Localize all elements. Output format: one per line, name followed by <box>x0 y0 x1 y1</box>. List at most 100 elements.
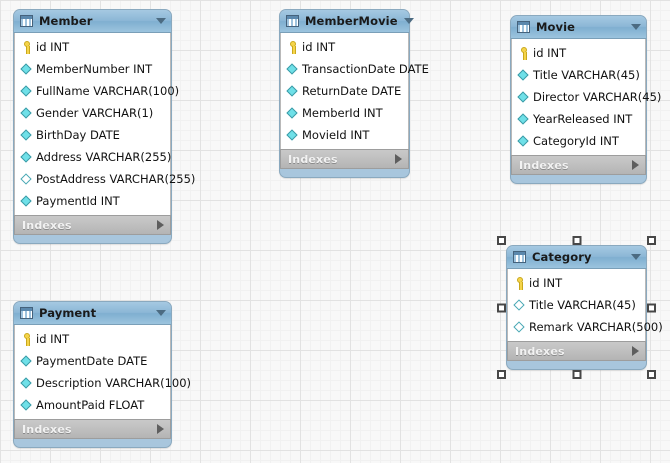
table-node-category[interactable]: Category id INT Title VARCHAR(45) Remark VA… <box>506 245 663 370</box>
diamond-icon <box>286 129 299 142</box>
indexes-section-category[interactable]: Indexes <box>507 341 646 361</box>
column-row[interactable]: AmountPaid FLOAT <box>15 394 170 416</box>
indexes-section-member[interactable]: Indexes <box>14 215 171 235</box>
column-row[interactable]: Remark VARCHAR(500) <box>508 316 663 338</box>
indexes-section-membermovie[interactable]: Indexes <box>280 149 409 169</box>
column-label: Gender VARCHAR(1) <box>36 105 154 120</box>
table-icon <box>286 15 299 27</box>
table-title: Member <box>39 14 93 28</box>
resize-handle-mr[interactable] <box>647 303 656 312</box>
triangle-right-icon[interactable] <box>157 424 164 434</box>
resize-handle-bl[interactable] <box>497 370 506 379</box>
resize-handle-tl[interactable] <box>497 236 506 245</box>
column-label: id INT <box>533 45 567 60</box>
column-row[interactable]: FullName VARCHAR(100) <box>15 80 179 102</box>
column-row[interactable]: id INT <box>508 272 645 294</box>
column-label: AmountPaid FLOAT <box>36 397 145 412</box>
column-label: Title VARCHAR(45) <box>533 67 640 82</box>
column-label: MemberId INT <box>302 105 383 120</box>
column-label: id INT <box>36 39 70 54</box>
diamond-icon <box>517 113 530 126</box>
column-row[interactable]: Title VARCHAR(45) <box>508 294 645 316</box>
column-row[interactable]: id INT <box>281 36 408 58</box>
table-title: Category <box>532 250 592 264</box>
column-row[interactable]: id INT <box>512 42 645 64</box>
column-row[interactable]: Director VARCHAR(45) <box>512 86 661 108</box>
triangle-right-icon[interactable] <box>632 160 639 170</box>
diamond-icon <box>20 399 33 412</box>
diamond-icon <box>20 195 33 208</box>
table-icon <box>20 307 33 319</box>
table-header-movie[interactable]: Movie <box>511 16 646 39</box>
column-row[interactable]: PaymentDate DATE <box>15 350 170 372</box>
column-row[interactable]: TransactionDate DATE <box>281 58 429 80</box>
column-row[interactable]: Title VARCHAR(45) <box>512 64 645 86</box>
key-icon <box>20 40 33 54</box>
table-header-category[interactable]: Category <box>507 246 646 269</box>
column-row[interactable]: CategoryId INT <box>512 130 645 152</box>
resize-handle-ml[interactable] <box>497 303 506 312</box>
diamond-hollow-icon <box>20 173 33 186</box>
resize-handle-br[interactable] <box>647 370 656 379</box>
table-columns-movie: id INT Title VARCHAR(45) Director VARCHAR(… <box>511 39 661 155</box>
column-label: BirthDay DATE <box>36 127 120 142</box>
table-node-movie[interactable]: Movie id INT Title VARCHAR(45) Director VAR… <box>510 15 661 184</box>
table-header-membermovie[interactable]: MemberMovie <box>280 10 414 33</box>
column-label: Remark VARCHAR(500) <box>529 319 663 334</box>
column-label: Description VARCHAR(100) <box>36 375 192 390</box>
indexes-section-payment[interactable]: Indexes <box>14 419 171 439</box>
indexes-section-movie[interactable]: Indexes <box>511 155 646 175</box>
column-row[interactable]: PaymentId INT <box>15 190 170 212</box>
diamond-icon <box>20 107 33 120</box>
column-row[interactable]: Gender VARCHAR(1) <box>15 102 170 124</box>
column-row[interactable]: ReturnDate DATE <box>281 80 408 102</box>
column-label: PostAddress VARCHAR(255) <box>36 171 196 186</box>
column-label: MovieId INT <box>302 127 370 142</box>
table-header-payment[interactable]: Payment <box>14 302 171 325</box>
triangle-right-icon[interactable] <box>632 346 639 356</box>
column-label: FullName VARCHAR(100) <box>36 83 180 98</box>
table-icon <box>20 15 33 27</box>
chevron-down-icon[interactable] <box>156 18 166 24</box>
chevron-down-icon[interactable] <box>403 18 414 24</box>
indexes-label: Indexes <box>22 422 72 436</box>
column-row[interactable]: MemberId INT <box>281 102 408 124</box>
column-row[interactable]: MemberNumber INT <box>15 58 170 80</box>
column-row[interactable]: BirthDay DATE <box>15 124 170 146</box>
resize-handle-tr[interactable] <box>647 236 656 245</box>
chevron-down-icon[interactable] <box>156 310 166 316</box>
table-header-member[interactable]: Member <box>14 10 171 33</box>
diamond-hollow-icon <box>513 299 526 312</box>
table-columns-category: id INT Title VARCHAR(45) Remark VARCHAR(50… <box>507 269 663 341</box>
column-row[interactable]: id INT <box>15 328 170 350</box>
column-label: MemberNumber INT <box>36 61 153 76</box>
column-label: CategoryId INT <box>533 133 619 148</box>
column-label: YearReleased INT <box>533 111 633 126</box>
table-node-member[interactable]: Member id INT MemberNumber INT FullName VAR… <box>13 9 195 244</box>
column-row[interactable]: PostAddress VARCHAR(255) <box>15 168 195 190</box>
column-row[interactable]: YearReleased INT <box>512 108 645 130</box>
column-row[interactable]: Description VARCHAR(100) <box>15 372 191 394</box>
diamond-hollow-icon <box>513 321 526 334</box>
table-title: MemberMovie <box>305 14 398 28</box>
resize-handle-bc[interactable] <box>572 370 581 379</box>
column-label: Address VARCHAR(255) <box>36 149 172 164</box>
column-label: id INT <box>529 275 563 290</box>
column-row[interactable]: Address VARCHAR(255) <box>15 146 172 168</box>
table-icon <box>513 251 526 263</box>
diamond-icon <box>517 91 530 104</box>
diamond-icon <box>517 69 530 82</box>
triangle-right-icon[interactable] <box>395 154 402 164</box>
resize-handle-tc[interactable] <box>572 236 581 245</box>
column-row[interactable]: id INT <box>15 36 170 58</box>
triangle-right-icon[interactable] <box>157 220 164 230</box>
chevron-down-icon[interactable] <box>631 254 641 260</box>
column-label: id INT <box>302 39 336 54</box>
chevron-down-icon[interactable] <box>631 24 641 30</box>
diamond-icon <box>20 85 33 98</box>
diamond-icon <box>20 377 33 390</box>
column-row[interactable]: MovieId INT <box>281 124 408 146</box>
